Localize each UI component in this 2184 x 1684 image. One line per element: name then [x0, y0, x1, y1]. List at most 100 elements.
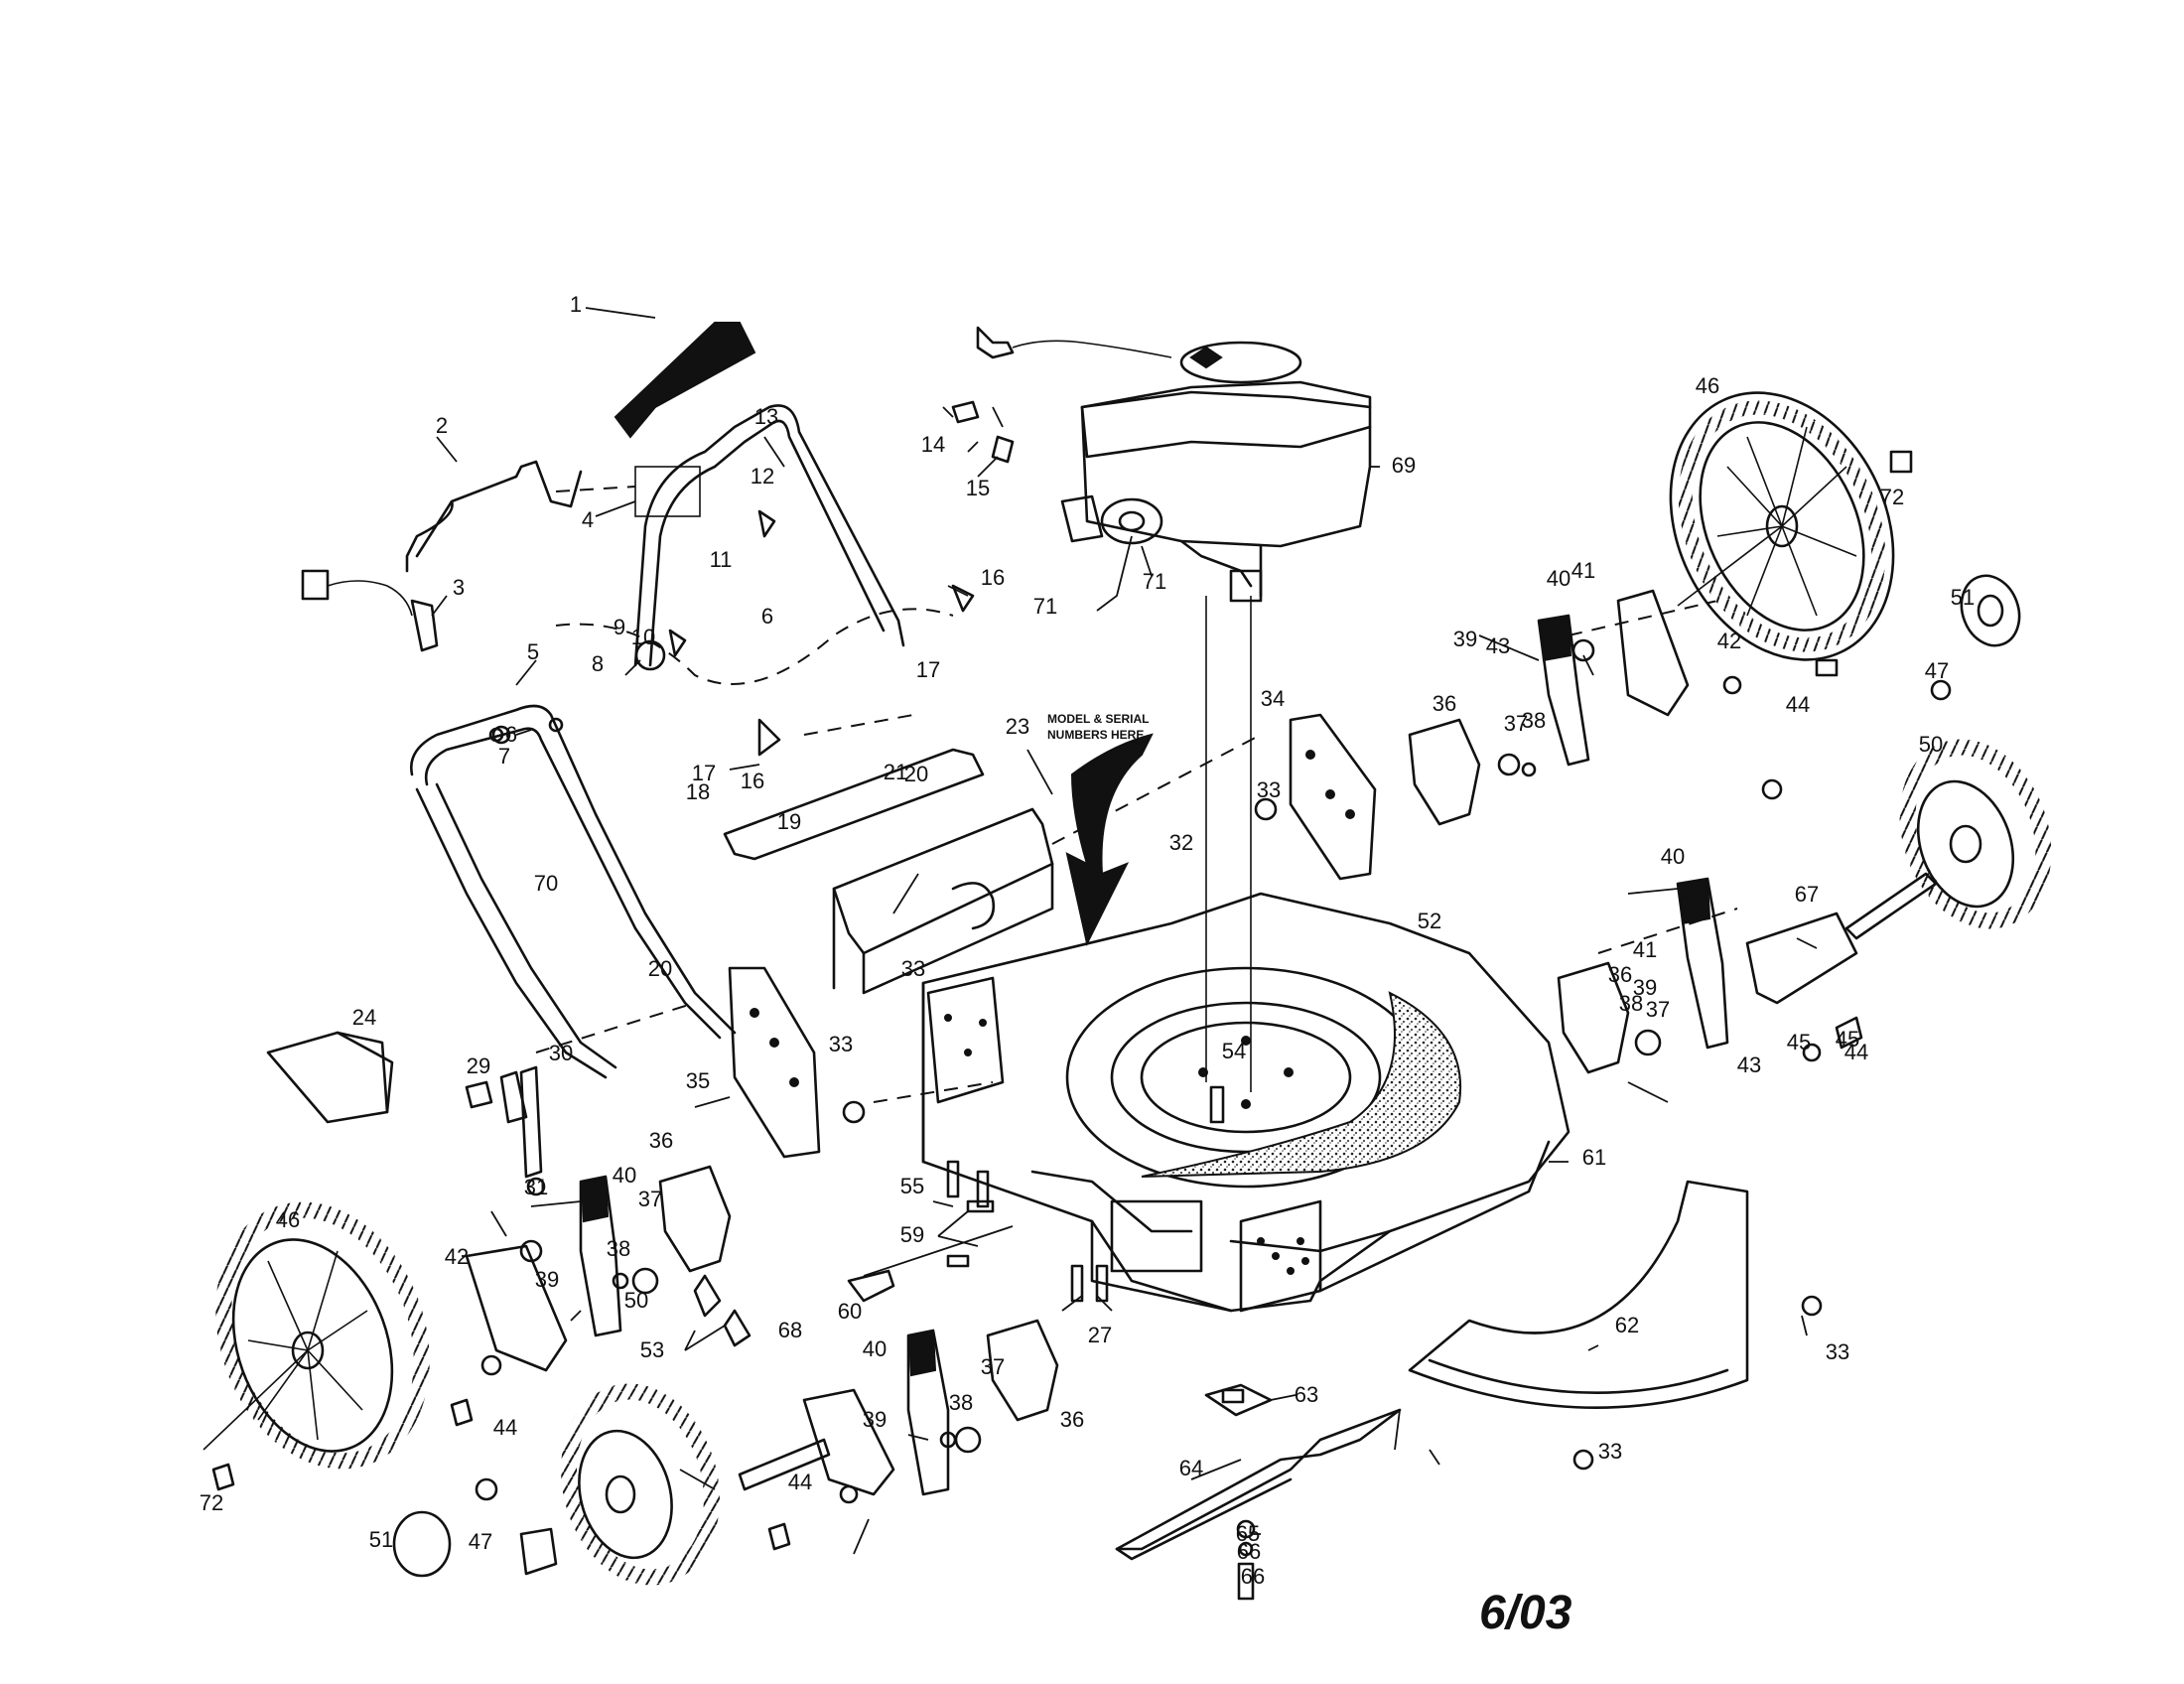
callout-9: 9	[614, 615, 625, 639]
callout-45: 45	[1787, 1030, 1811, 1054]
callout-60: 60	[838, 1299, 862, 1324]
callout-34: 34	[1261, 686, 1285, 711]
callout-16: 16	[981, 565, 1005, 590]
callout-43: 43	[1486, 633, 1510, 658]
callout-46: 46	[1696, 373, 1719, 398]
callout-38: 38	[1619, 991, 1643, 1016]
svg-text:MODEL & SERIAL: MODEL & SERIAL	[1047, 712, 1149, 726]
adjuster-plates	[658, 718, 1630, 1422]
callout-41: 41	[1633, 937, 1657, 962]
callout-39: 39	[863, 1407, 887, 1432]
callout-3: 3	[453, 575, 465, 600]
callout-37: 37	[981, 1354, 1005, 1379]
callout-35: 35	[686, 1068, 710, 1093]
callout-72: 72	[200, 1490, 223, 1515]
hardware	[211, 400, 1952, 1601]
callout-32: 32	[1169, 830, 1193, 855]
pivot-arms	[465, 589, 1858, 1496]
callout-42: 42	[445, 1244, 469, 1269]
callout-17: 17	[692, 761, 716, 785]
callout-55: 55	[900, 1174, 924, 1198]
baffle	[1408, 1180, 1749, 1409]
callout-59: 59	[900, 1222, 924, 1247]
callout-12: 12	[751, 464, 774, 489]
callout-44: 44	[493, 1415, 517, 1440]
callout-40: 40	[613, 1163, 636, 1188]
callout-71: 71	[1143, 569, 1166, 594]
front-wheel-left	[561, 1383, 720, 1586]
callout-6: 6	[761, 604, 773, 629]
height-bracket-front	[728, 966, 821, 1159]
callout-7: 7	[498, 744, 510, 769]
callout-50: 50	[624, 1288, 648, 1313]
callout-21: 21	[884, 760, 907, 784]
hub-cap	[392, 574, 2021, 1578]
callout-36: 36	[1608, 962, 1632, 987]
callout-62: 62	[1615, 1313, 1639, 1337]
mower-deck	[921, 733, 1570, 1313]
callout-44: 44	[788, 1470, 812, 1494]
callout-33: 33	[1598, 1439, 1622, 1464]
callout-66: 66	[1241, 1564, 1265, 1589]
lower-handle	[409, 704, 737, 1079]
callout-10: 10	[631, 625, 655, 649]
callout-29: 29	[467, 1053, 490, 1078]
callout-18: 18	[686, 779, 710, 804]
callout-38: 38	[949, 1390, 973, 1415]
callout-50: 50	[1919, 732, 1943, 757]
callout-66: 66	[1237, 1539, 1261, 1564]
callout-37: 37	[1504, 711, 1528, 736]
callout-40: 40	[863, 1336, 887, 1361]
callout-23: 23	[1006, 714, 1029, 739]
blade-adapter	[1204, 1383, 1273, 1417]
callout-61: 61	[1582, 1145, 1606, 1170]
callout-6: 6	[505, 722, 517, 747]
throttle-cable	[301, 569, 954, 736]
callout-33: 33	[1826, 1339, 1849, 1364]
callout-54: 54	[1222, 1039, 1246, 1063]
callout-69: 69	[1392, 453, 1416, 478]
callout-44: 44	[1844, 1040, 1868, 1064]
rear-wheel-left	[215, 1201, 430, 1470]
callout-41: 41	[1571, 558, 1595, 583]
callout-27: 27	[1088, 1323, 1112, 1347]
callout-20: 20	[648, 956, 672, 981]
callout-31: 31	[524, 1175, 548, 1199]
callout-36: 36	[1060, 1407, 1084, 1432]
callout-51: 51	[1951, 585, 1975, 610]
callout-38: 38	[1522, 708, 1546, 733]
callout-19: 19	[777, 809, 801, 834]
callout-40: 40	[1661, 844, 1685, 869]
callout-72: 72	[1880, 485, 1904, 509]
axles	[203, 525, 1938, 1491]
height-bracket-rear	[1289, 713, 1377, 881]
callout-42: 42	[1717, 629, 1741, 653]
callout-39: 39	[1633, 975, 1657, 1000]
callout-70: 70	[534, 871, 558, 896]
callout-63: 63	[1295, 1382, 1318, 1407]
handle-grip	[614, 322, 756, 439]
callout-65: 65	[1236, 1521, 1260, 1546]
callout-14: 14	[921, 432, 945, 457]
control-bail	[405, 460, 583, 573]
callout-33: 33	[1257, 777, 1281, 802]
callout-38: 38	[607, 1236, 630, 1261]
callout-53: 53	[640, 1337, 664, 1362]
callout-36: 36	[1433, 691, 1456, 716]
date-code: 6/03	[1479, 1587, 1572, 1639]
callout-11: 11	[710, 547, 733, 572]
callout-24: 24	[352, 1005, 376, 1030]
callout-36: 36	[649, 1128, 673, 1153]
callout-43: 43	[1737, 1052, 1761, 1077]
callout-39: 39	[1453, 627, 1477, 651]
assembly-lines	[535, 600, 1738, 1103]
callout-46: 46	[276, 1207, 300, 1232]
serial-number-note: MODEL & SERIAL NUMBERS HERE	[1047, 712, 1149, 742]
engine	[976, 326, 1372, 1092]
callout-4: 4	[582, 507, 594, 532]
callout-51: 51	[369, 1527, 393, 1552]
rear-bracket	[723, 748, 1054, 995]
callout-37: 37	[1646, 997, 1670, 1022]
callout-8: 8	[592, 651, 604, 676]
